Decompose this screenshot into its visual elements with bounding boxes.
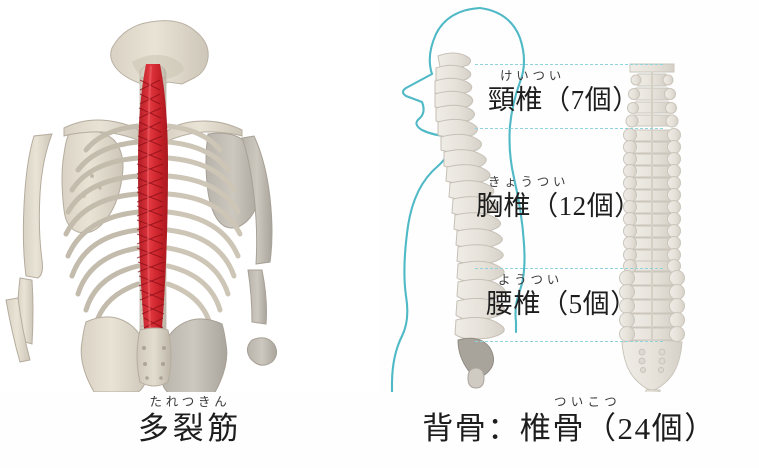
label-cervical: けいつい 頸椎（7個） <box>488 70 640 115</box>
label-lumbar-furigana: ようつい <box>498 273 564 287</box>
right-caption-furigana: ついこつ <box>553 395 621 409</box>
pelvis <box>80 316 278 392</box>
posterior-cervical <box>625 63 679 128</box>
left-caption-furigana: たれつきん <box>149 395 231 409</box>
ribcage-left <box>63 123 141 327</box>
label-thoracic-text: 胸椎（12個） <box>476 190 642 221</box>
forearm-left <box>5 297 31 363</box>
left-caption-text: 多裂筋 <box>137 410 243 446</box>
cervical-spine-sagittal <box>434 52 482 153</box>
right-caption-text: 背骨：椎骨（24個） <box>422 410 717 446</box>
right-caption: ついこつ 背骨：椎骨（24個） <box>380 395 759 446</box>
humerus-right <box>241 135 273 325</box>
ribcage-right <box>165 123 243 327</box>
dashline-cervical-bottom <box>475 128 663 129</box>
spine-diagram <box>390 6 685 392</box>
scapula-left <box>61 129 124 234</box>
right-panel: けいつい 頸椎（7個） きょうつい 胸椎（12個） ようつい 腰椎（5個） <box>380 0 759 468</box>
label-cervical-text: 頸椎（7個） <box>488 84 640 115</box>
posterior-spine-column <box>619 63 685 392</box>
posterior-sacrum <box>621 339 683 392</box>
multifidus-muscle <box>136 64 168 353</box>
lumbar-spine-sagittal <box>454 260 506 340</box>
skull-base <box>110 20 209 89</box>
sacrum-sagittal <box>457 337 494 389</box>
dashline-thoracic-bottom <box>475 268 663 269</box>
label-lumbar: ようつい 腰椎（5個） <box>486 274 638 319</box>
dashline-lumbar-bottom <box>475 341 663 342</box>
skeleton-multifidus-image <box>0 0 380 392</box>
label-lumbar-text: 腰椎（5個） <box>486 288 638 319</box>
left-caption: たれつきん 多裂筋 <box>0 395 380 446</box>
label-thoracic: きょうつい 胸椎（12個） <box>476 176 642 221</box>
left-panel: たれつきん 多裂筋 <box>0 0 380 446</box>
label-cervical-furigana: けいつい <box>500 69 566 83</box>
thoracic-spine-sagittal <box>443 149 504 265</box>
body-silhouette-outline <box>390 6 526 392</box>
skeleton-illustration <box>0 0 380 392</box>
dashline-cervical-top <box>475 64 663 65</box>
label-thoracic-furigana: きょうつい <box>488 175 570 189</box>
